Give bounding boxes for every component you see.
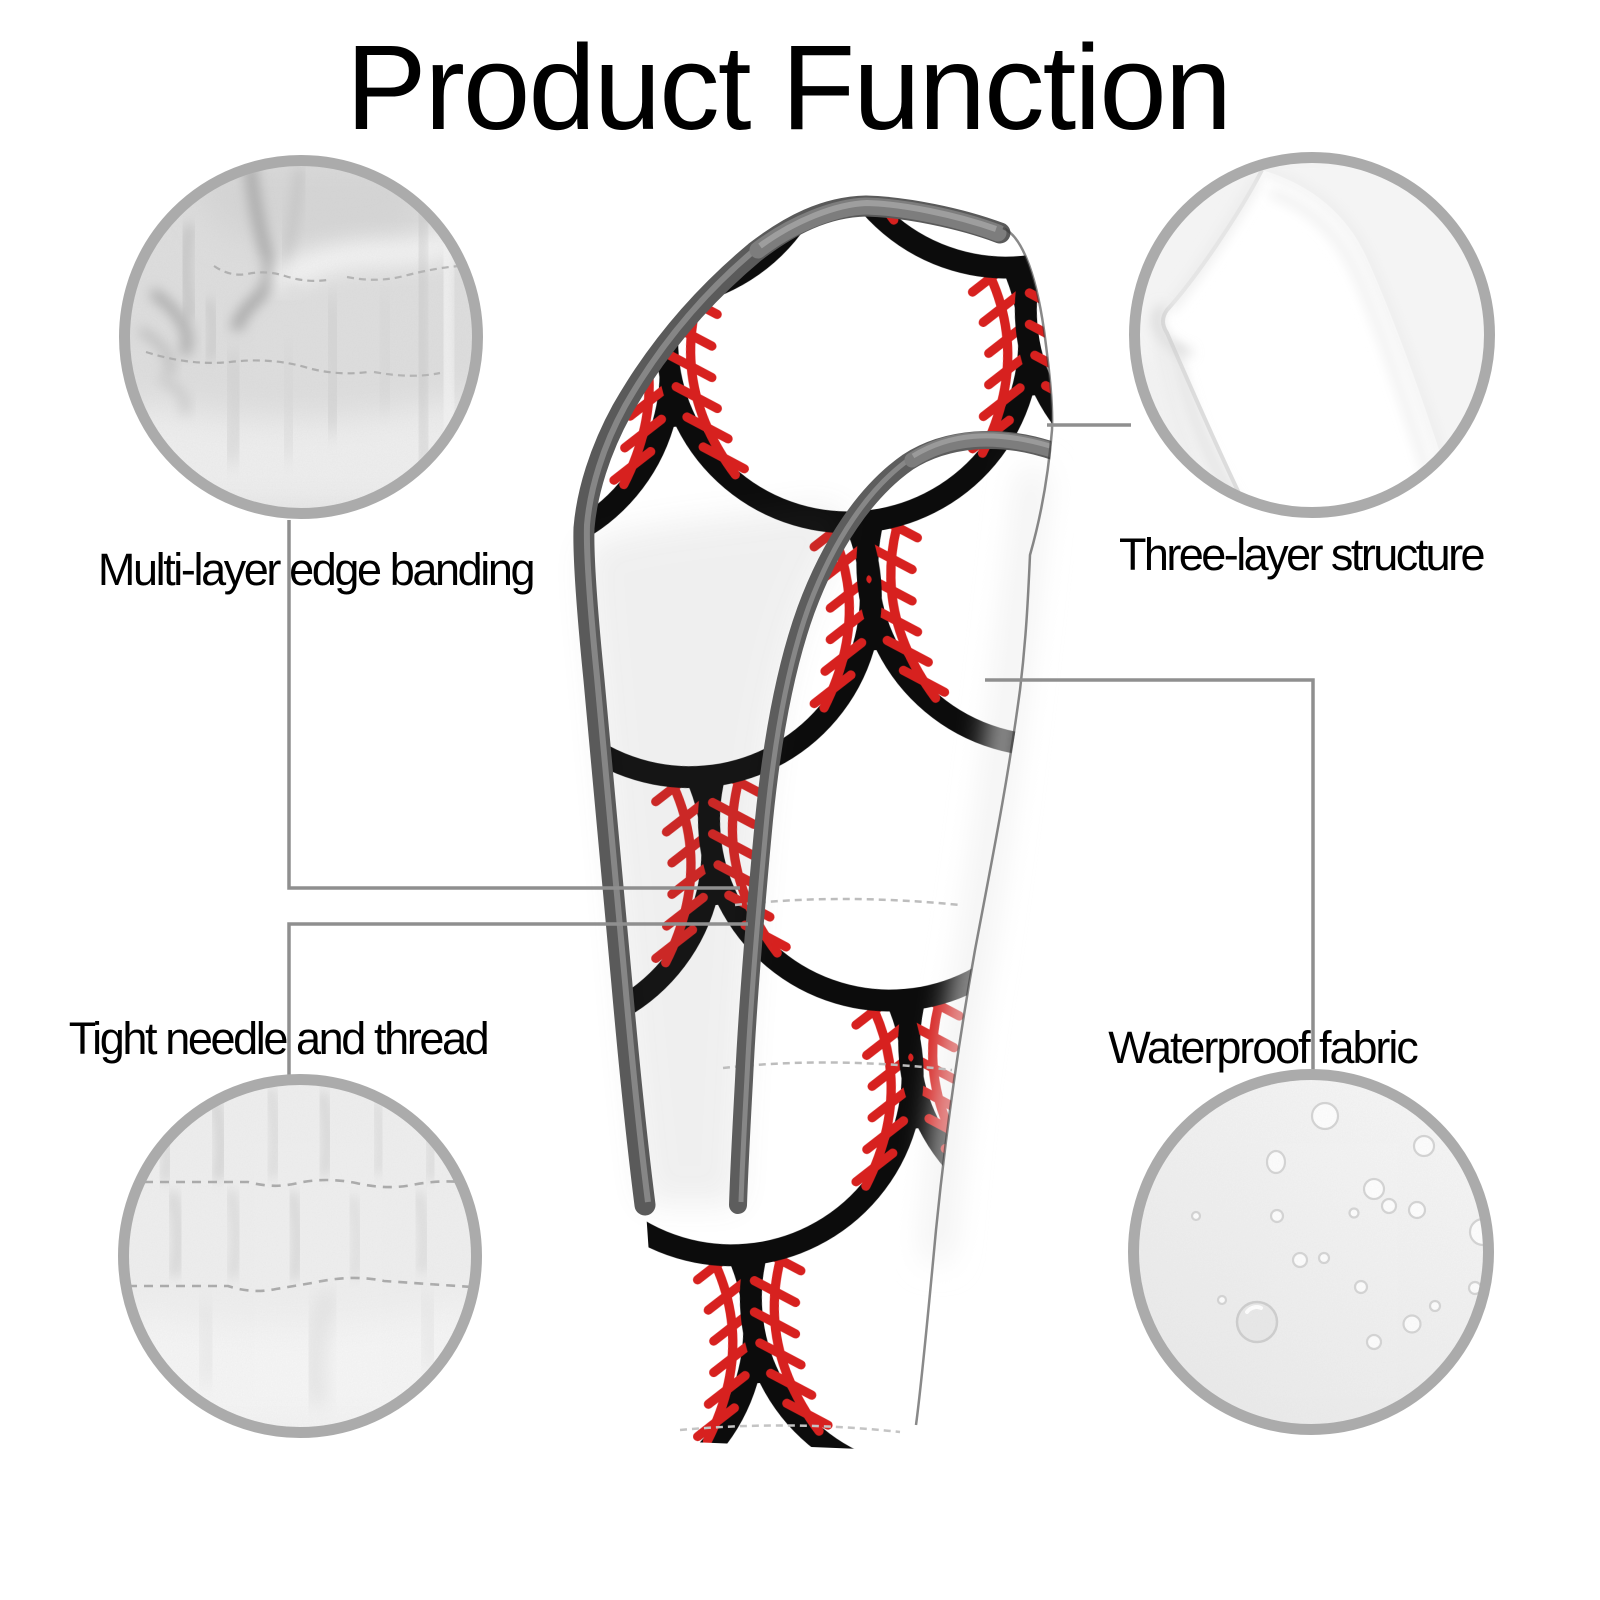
svg-text:Three-layer structure: Three-layer structure xyxy=(1119,529,1485,580)
svg-text:Product Function: Product Function xyxy=(346,19,1230,155)
svg-text:Tight needle and thread: Tight needle and thread xyxy=(69,1013,488,1064)
svg-text:Multi-layer edge banding: Multi-layer edge banding xyxy=(98,544,534,595)
svg-text:Waterproof fabric: Waterproof fabric xyxy=(1108,1022,1418,1073)
